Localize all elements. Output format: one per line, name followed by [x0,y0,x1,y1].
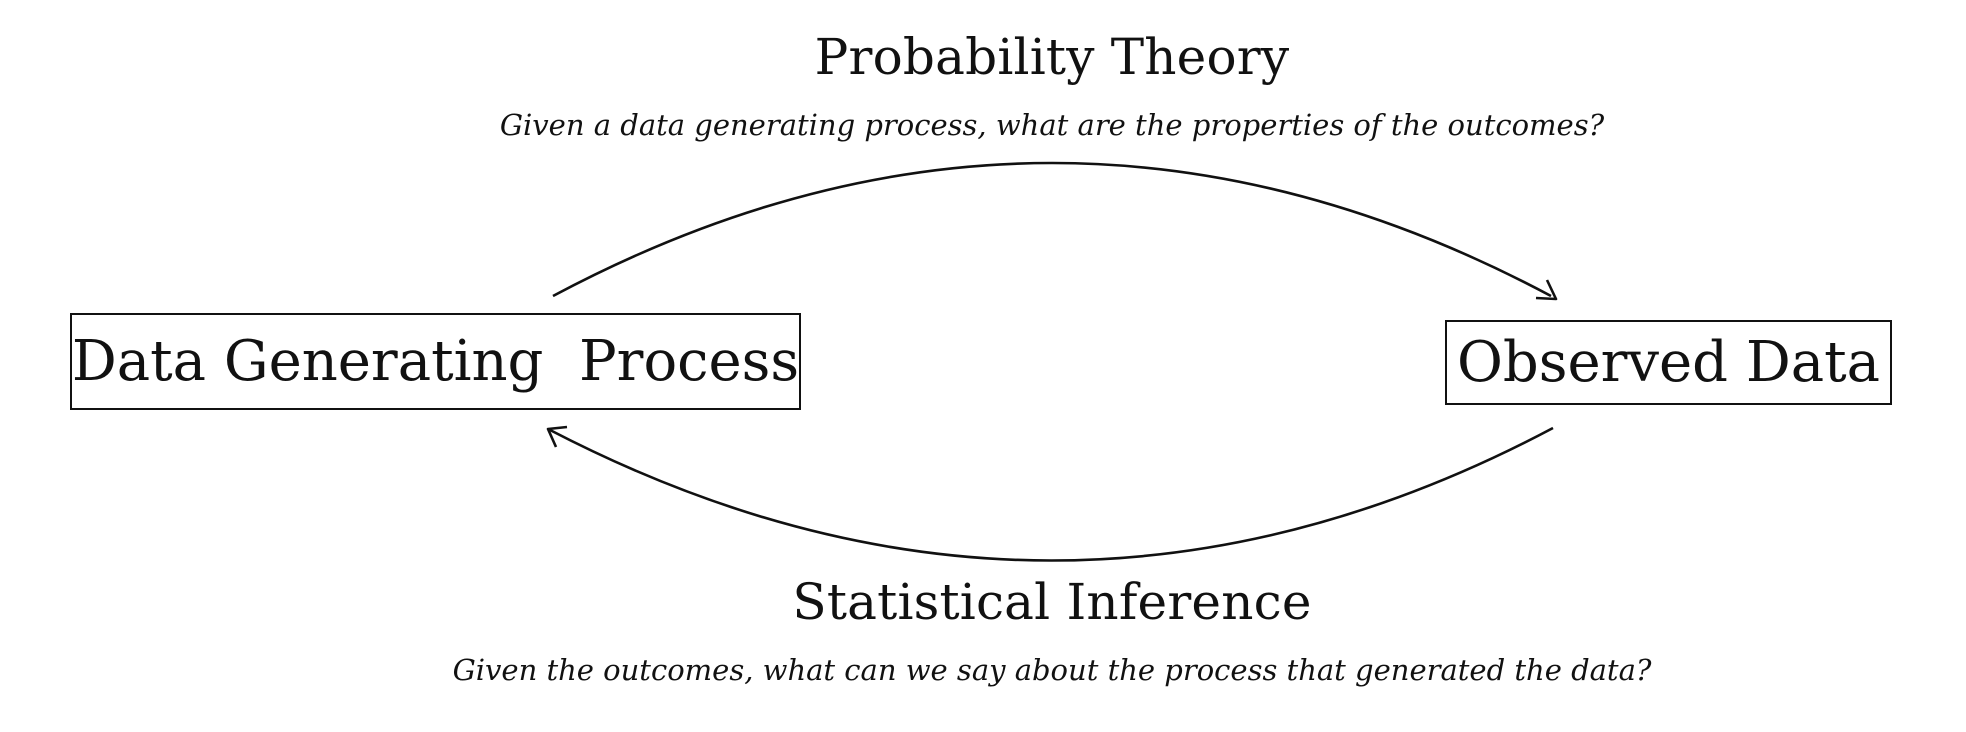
statistical-inference-caption: Given the outcomes, what can we say abou… [452,653,1652,687]
observed-data-node: Observed Data [1445,320,1892,405]
arrow-bottom-head [546,425,568,448]
arrow-top-curve [552,161,1552,298]
statistical-inference-title: Statistical Inference [792,573,1312,631]
data-generating-process-label: Data Generating Process [71,329,800,394]
probability-theory-title: Probability Theory [814,28,1290,86]
data-generating-process-node: Data Generating Process [70,313,801,410]
arrow-top-head [1535,279,1558,301]
observed-data-label: Observed Data [1456,330,1880,395]
probability-theory-caption: Given a data generating process, what ar… [499,108,1605,142]
arrow-bottom-curve [549,426,1554,562]
